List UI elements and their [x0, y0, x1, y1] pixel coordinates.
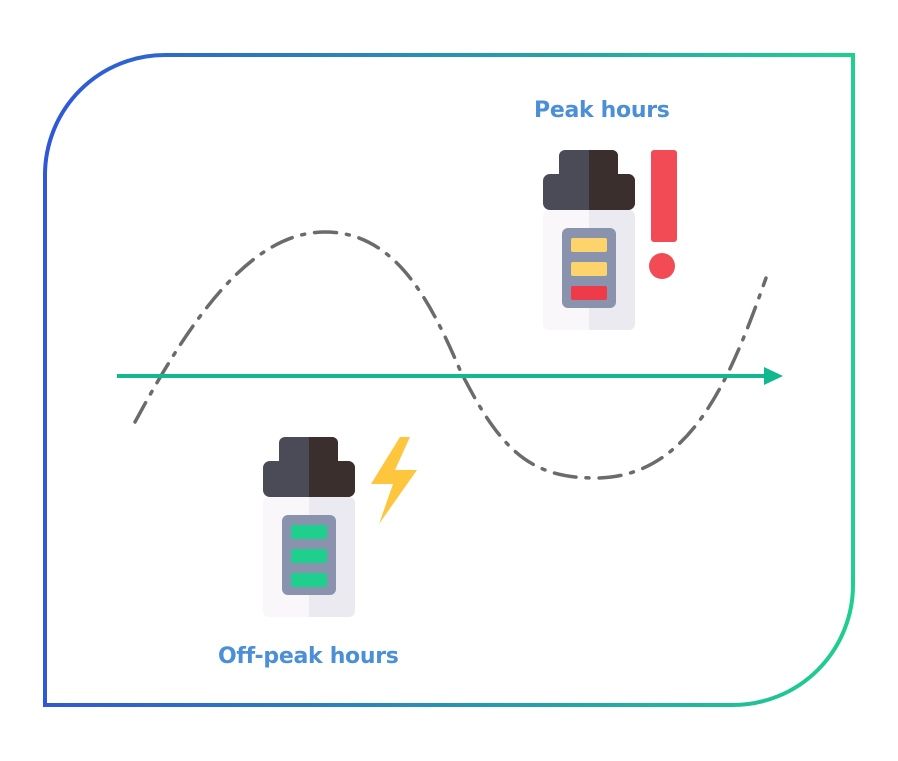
- battery-low-icon: [543, 150, 635, 330]
- off-peak-hours-label: Off-peak hours: [218, 644, 399, 669]
- timeline-arrow: [117, 367, 783, 385]
- frame-border: [43, 53, 855, 707]
- lightning-bolt-icon: [371, 437, 417, 524]
- battery-charging-icon: [263, 437, 355, 617]
- demand-wave-line: [133, 230, 768, 480]
- exclamation-icon: [649, 150, 677, 279]
- peak-hours-label: Peak hours: [534, 98, 670, 123]
